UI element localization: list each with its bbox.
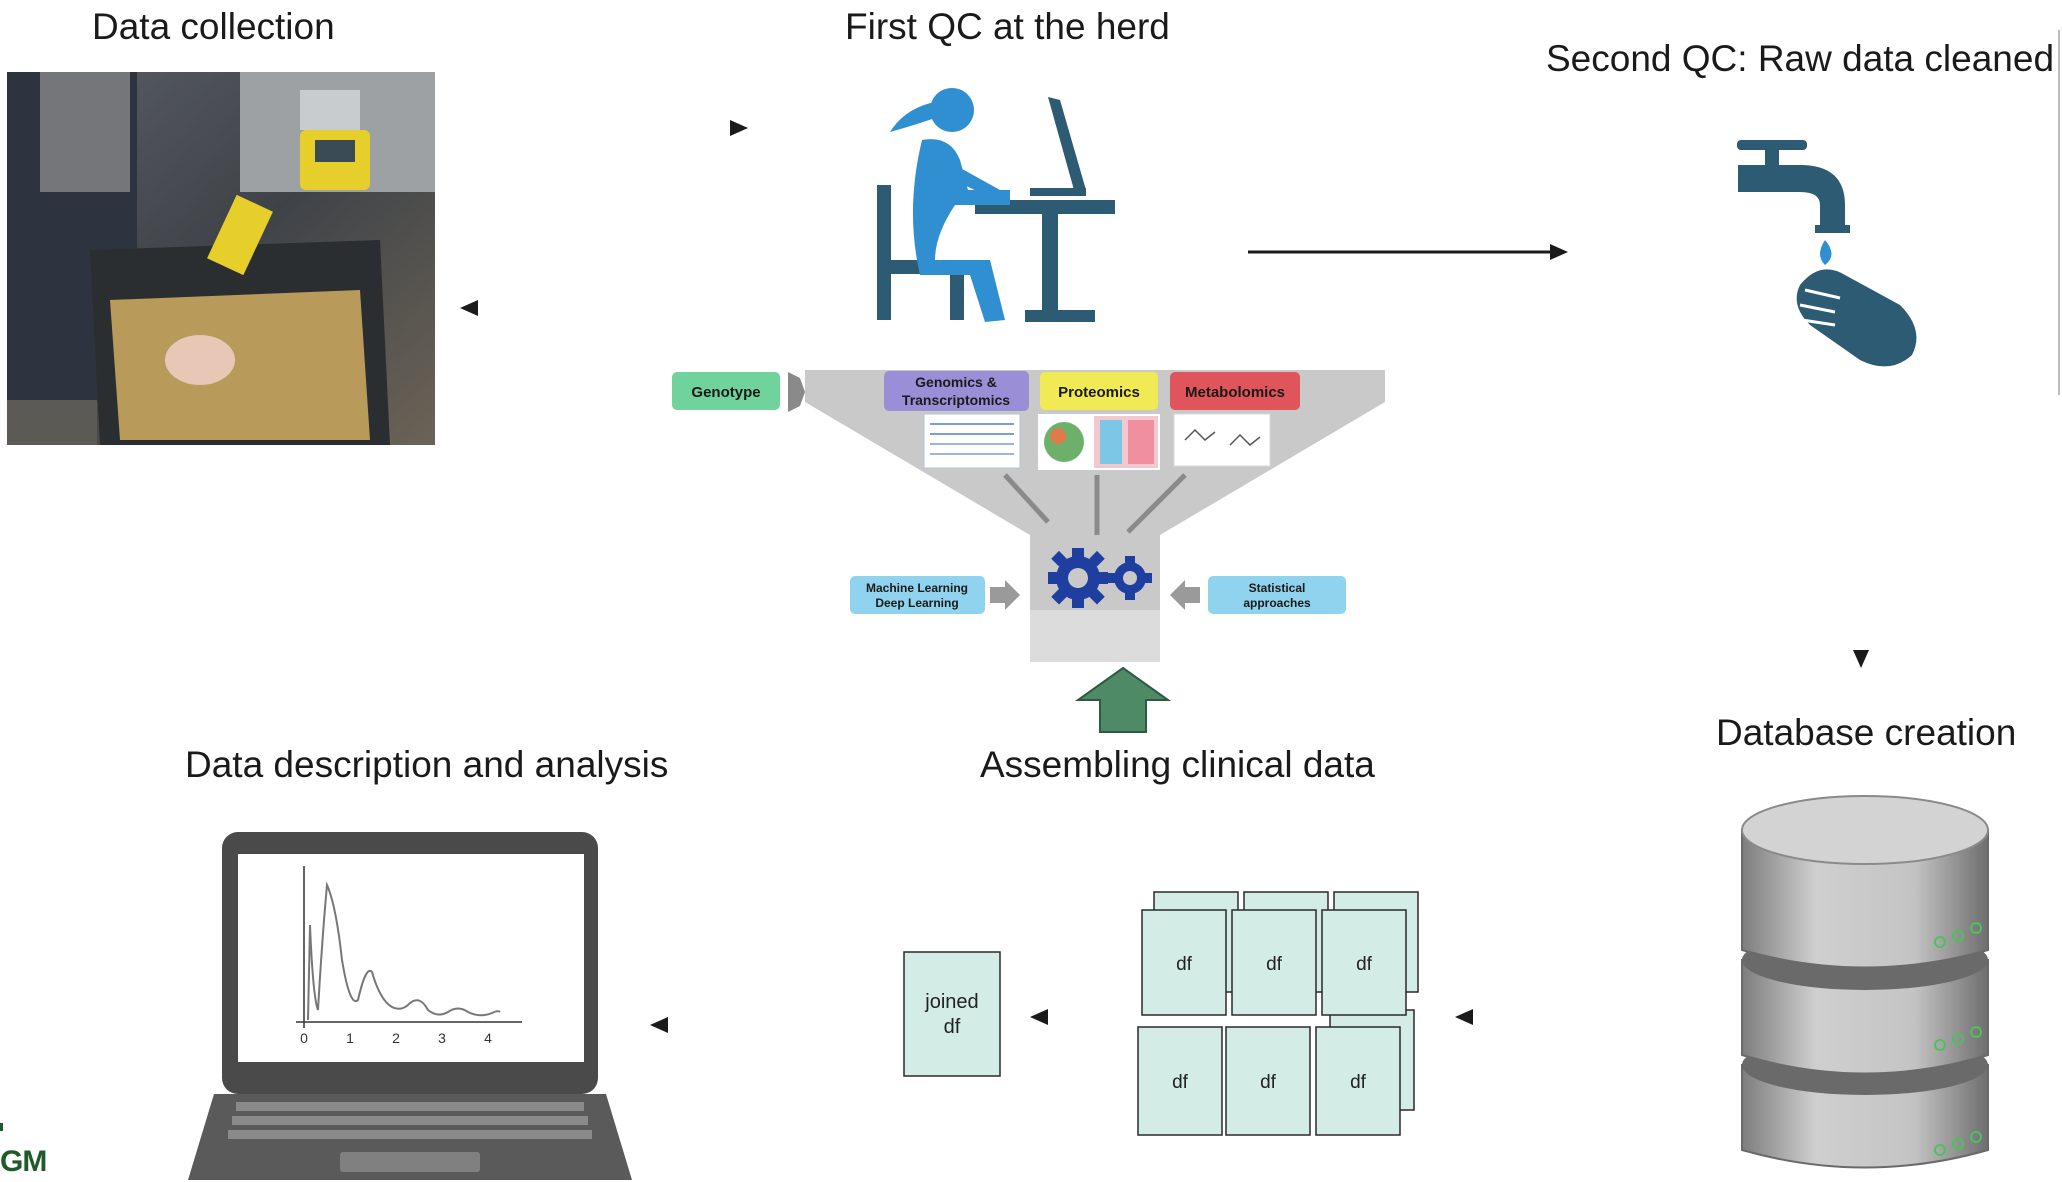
joined-df-line1: joined [924,991,978,1013]
tick-label: 0 [300,1030,308,1046]
joined-df-box: joined df [903,951,1001,1077]
stat-text-line2: approaches [1243,596,1311,610]
metabolomics-thumbnail [1173,413,1271,467]
data-collection-title: Data collection [92,6,335,47]
database-icon [1741,795,1989,1169]
laptop-plot: 0 1 2 3 4 [296,866,522,1046]
arrow-collection-to-qc [470,120,748,136]
first-qc-title: First QC at the herd [845,6,1170,47]
arrow-dfs-to-joined [1030,1009,1108,1025]
genomics-text-line1: Genomics & [915,374,997,390]
ml-label-box: Machine Learning Deep Learning [850,576,1020,614]
proteomics-text: Proteomics [1058,384,1140,401]
ml-text-line1: Machine Learning [866,581,968,595]
ml-text-line2: Deep Learning [875,596,958,610]
df-label: df [1356,954,1373,975]
second-qc-title: Second QC: Raw data cleaned [1546,38,2055,79]
logo: GM [0,1123,60,1181]
tick-label: 4 [484,1030,492,1046]
green-up-arrow [1074,666,1172,733]
df-label: df [1260,1072,1277,1093]
metabolomics-text: Metabolomics [1185,384,1285,401]
genomics-thumbnail [923,413,1021,469]
database-creation-title: Database creation [1716,712,2017,753]
genotype-text: Genotype [691,384,760,401]
arrow-joined-to-laptop [650,1017,888,1033]
arrow-cleaning-to-database [1853,462,1869,668]
assembling-clinical-title: Assembling clinical data [980,744,1375,785]
arrow-database-to-dfs [1455,1009,1700,1025]
proteomics-label-box: Proteomics [1040,372,1158,410]
proteomics-thumbnail [1038,414,1160,470]
gears-icon [1048,548,1152,608]
genomics-label-box: Genomics & Transcriptomics [884,371,1029,411]
arrow-qc-to-cleaning [1248,244,1568,260]
logo-text: GM [0,1145,47,1178]
genomics-text-line2: Transcriptomics [902,392,1010,408]
tick-label: 2 [392,1030,400,1046]
df-label: df [1350,1072,1367,1093]
df-label: df [1176,954,1193,975]
arrow-qc-to-collection [460,300,750,316]
tap-hands-icon [1737,140,1917,367]
data-description-title: Data description and analysis [185,744,669,785]
person-at-desk-icon [877,88,1115,322]
joined-df-line2: df [944,1016,961,1038]
metabolomics-label-box: Metabolomics [1170,372,1300,410]
genotype-label-box: Genotype [672,372,780,410]
multiomics-funnel [788,370,1385,662]
laptop-icon [188,832,632,1180]
farm-photo [7,72,435,445]
df-label: df [1172,1072,1189,1093]
df-label: df [1266,954,1283,975]
tick-label: 1 [346,1030,354,1046]
stat-label-box: Statistical approaches [1170,576,1346,614]
dataframe-grid: df df df df df df [1137,891,1419,1136]
stat-text-line1: Statistical [1249,581,1306,595]
tick-label: 3 [438,1030,446,1046]
